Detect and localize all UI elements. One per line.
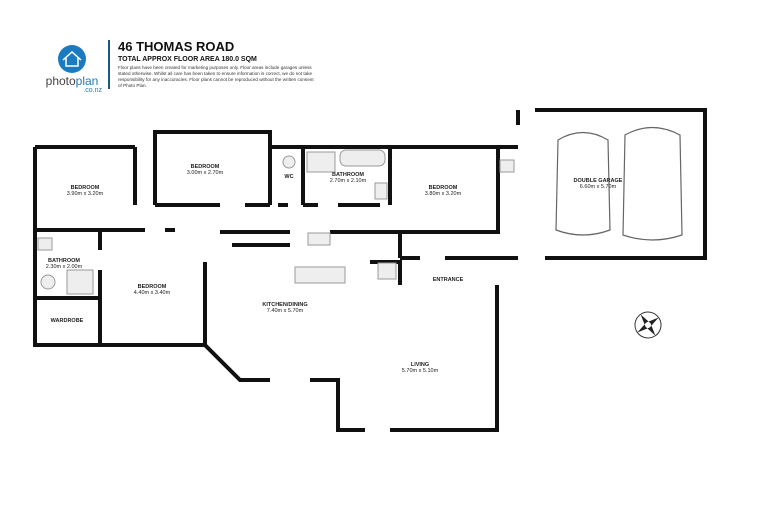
room-name: DOUBLE GARAGE [574,178,623,184]
logo-domain: .co.nz [83,87,102,94]
photoplan-logo: photoplan .co.nz [42,44,102,94]
basin [374,182,388,200]
room-name: BEDROOM [71,185,100,191]
cars [555,126,683,241]
room-name: KITCHEN/DINING [262,302,307,308]
bathtub [339,149,386,167]
room-size: 5.70m x 5.10m [402,368,439,374]
room-size: 3.90m x 3.20m [67,191,104,197]
vanity [306,151,336,173]
room-name: BEDROOM [138,284,167,290]
toilet [282,155,296,169]
header: 46 THOMAS ROAD TOTAL APPROX FLOOR AREA 1… [108,40,318,89]
car-icon [555,131,611,236]
disclaimer: Floor plans have been created for market… [118,65,314,88]
room-name: BEDROOM [191,164,220,170]
laundry [377,262,397,280]
room-name: BEDROOM [429,185,458,191]
basin-left [37,237,53,251]
room-name: WC [284,174,293,180]
garage-sink [499,159,515,173]
floor-area: TOTAL APPROX FLOOR AREA 180.0 SQM [118,56,257,63]
room-name: BATHROOM [48,258,80,264]
room-size: 2.70m x 2.10m [330,178,367,184]
room-name: BATHROOM [332,172,364,178]
car-icon [622,126,683,241]
compass-rose-icon [634,311,662,339]
room-size: 6.60m x 5.70m [580,184,617,190]
kitchen-island [294,266,346,284]
room-size: 3.00m x 2.70m [187,170,224,176]
room-name: WARDROBE [51,318,84,324]
room-size: 7.40m x 5.70m [267,308,304,314]
logo-word-b: plan [75,74,99,88]
walls [33,108,707,432]
room-name: LIVING [411,362,429,368]
room-size: 2.30m x 2.00m [46,264,83,270]
logo-word-a: photo [45,74,76,88]
house-globe-icon [58,45,86,73]
cooktop [307,232,331,246]
room-name: ENTRANCE [433,277,464,283]
toilet-left [40,274,56,290]
room-size: 4.40m x 3.40m [134,290,171,296]
shower [66,269,94,295]
page-title: 46 THOMAS ROAD [118,39,235,54]
room-size: 3.80m x 3.20m [425,191,462,197]
room-labels: BEDROOM 3.90m x 3.20m BEDROOM 3.00m x 2.… [46,164,623,374]
fixtures [37,149,515,295]
